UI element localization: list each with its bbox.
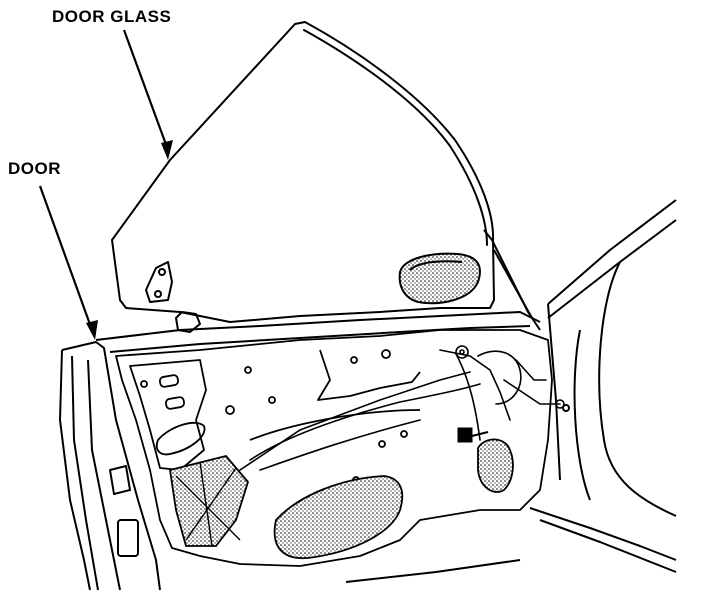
roof-rail xyxy=(547,199,677,305)
panel-hole-3 xyxy=(244,366,252,374)
panel-hole-1 xyxy=(140,380,148,388)
rocker-panel-2 xyxy=(539,519,677,573)
speaker-opening-edge xyxy=(249,409,421,441)
door-frame xyxy=(95,229,541,353)
regulator-cable-1 xyxy=(249,383,481,461)
panel-hole-8 xyxy=(378,440,386,448)
regulator-pivot xyxy=(455,345,469,359)
inner-panel-recess xyxy=(129,359,207,471)
door-glass-label: DOOR GLASS xyxy=(52,7,172,26)
regulator-arm xyxy=(439,349,511,421)
regulator-motor xyxy=(477,350,522,405)
panel-hole-9 xyxy=(268,396,276,404)
door-glass-leader xyxy=(122,29,170,151)
regulator-arm-2 xyxy=(455,353,481,441)
latch-link xyxy=(515,359,547,381)
opening-braces xyxy=(175,461,241,547)
b-pillar-front xyxy=(483,229,541,331)
door-belt-line-lower xyxy=(109,325,531,353)
door-edge-strip-2 xyxy=(87,359,121,591)
panel-hole-4 xyxy=(350,356,358,364)
body-hole xyxy=(562,404,570,412)
glass-inner-edge xyxy=(303,29,488,246)
door-glass xyxy=(111,21,495,333)
door-opening-edge xyxy=(598,261,677,517)
panel-hole-6 xyxy=(400,430,408,438)
door-outer-skin xyxy=(59,341,161,591)
lower-access-opening xyxy=(273,475,404,560)
regulator-pivot-center xyxy=(459,349,465,355)
latch-rod xyxy=(503,379,561,405)
rocker-panel xyxy=(529,507,677,561)
inner-panel-outline xyxy=(115,329,553,567)
door-latch-plate xyxy=(117,519,139,557)
lock-cylinder-block xyxy=(457,427,473,443)
brace-3 xyxy=(199,461,213,547)
b-pillar-body xyxy=(547,303,561,481)
door-arrowhead xyxy=(86,320,98,340)
regulator-track xyxy=(239,371,471,471)
door-opening-edge-2 xyxy=(573,329,591,501)
inside-handle-opening xyxy=(155,421,206,456)
bracket-hole-upper xyxy=(158,268,166,276)
door-label: DOOR xyxy=(8,159,61,178)
mirror-housing xyxy=(398,252,481,305)
upper-channel xyxy=(317,349,421,401)
door-front-edge xyxy=(61,341,161,591)
regulator-cable-2 xyxy=(259,419,421,471)
side-mirror xyxy=(398,252,481,305)
window-regulator xyxy=(239,345,565,471)
latch-access-opening xyxy=(477,438,514,493)
leader-arrows xyxy=(38,29,173,340)
access-slot-2 xyxy=(165,396,185,410)
door-edge-strip xyxy=(71,355,99,591)
mirror-glass-edge xyxy=(409,260,463,271)
roof-rail-inner xyxy=(547,219,677,319)
door-belt-line xyxy=(95,311,541,341)
b-pillar-rear xyxy=(493,249,533,319)
lock-cylinder-rod xyxy=(471,431,489,437)
panel-hole-2 xyxy=(225,405,235,415)
panel-openings xyxy=(168,438,514,560)
brace-2 xyxy=(185,467,237,541)
access-slot-1 xyxy=(159,374,179,388)
glass-bottom-edge xyxy=(119,299,491,323)
left-access-opening xyxy=(168,454,250,547)
door-leader xyxy=(38,185,94,331)
bracket-hole-lower xyxy=(154,290,162,298)
glass-bracket xyxy=(145,261,173,303)
hinge xyxy=(109,465,131,495)
vehicle-body xyxy=(345,199,677,583)
sill-line xyxy=(345,559,521,583)
glass-outline xyxy=(111,21,495,309)
panel-hole-5 xyxy=(381,349,391,359)
door-glass-arrowhead xyxy=(161,140,173,160)
lock-cylinder xyxy=(457,427,489,443)
door-front-inner xyxy=(59,349,91,591)
